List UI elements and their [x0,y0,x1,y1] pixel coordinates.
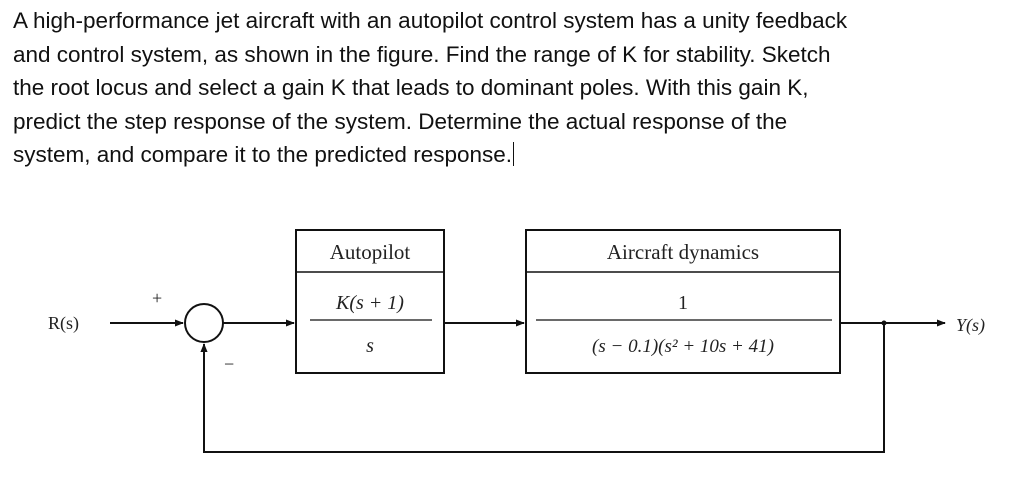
autopilot-numerator: K(s + 1) [335,292,404,314]
problem-line-3: the root locus and select a gain K that … [13,71,1013,105]
problem-line-5: system, and compare it to the predicted … [13,138,1013,172]
autopilot-block: Autopilot K(s + 1) s [295,229,445,374]
aircraft-title: Aircraft dynamics [607,240,759,264]
plus-sign: + [152,288,162,308]
problem-line-4: predict the step response of the system.… [13,108,788,134]
input-label: R(s) [48,313,79,334]
aircraft-dynamics-block: Aircraft dynamics 1 (s − 0.1)(s² + 10s +… [525,229,841,374]
autopilot-title: Autopilot [330,240,411,264]
minus-sign: − [224,354,234,374]
problem-line-2: and control system, as shown in the figu… [13,41,831,67]
feedback-path [200,323,885,453]
problem-statement: A high-performance jet aircraft with an … [13,4,1013,172]
summing-junction [184,303,224,343]
problem-line-3-text: the root locus and select a gain K that … [13,75,809,100]
problem-line-1: A high-performance jet aircraft with an … [13,8,848,33]
problem-line-5-text: system, and compare it to the predicted … [13,142,513,167]
text-cursor [513,142,515,166]
aircraft-numerator: 1 [678,292,688,314]
aircraft-denominator: (s − 0.1)(s² + 10s + 41) [592,336,774,357]
output-label: Y(s) [956,315,985,336]
autopilot-denominator: s [366,335,374,357]
